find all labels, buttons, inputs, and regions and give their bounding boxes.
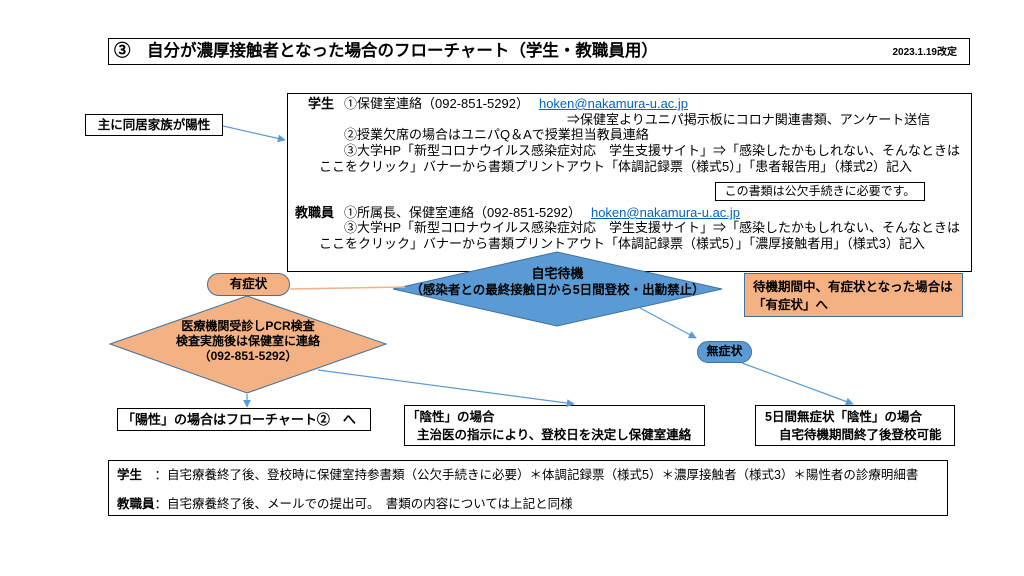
symptom-onset-note-line-1: 待機期間中、有症状となった場合は: [753, 280, 953, 294]
staff-email-link[interactable]: hoken@nakamura-u.ac.jp: [590, 205, 741, 220]
student-step-1: ①保健室連絡（092-851-5292）: [344, 96, 529, 111]
student-email-link[interactable]: hoken@nakamura-u.ac.jp: [538, 96, 689, 111]
negative-outcome-line-2: 主治医の指示により、登校日を決定し保健室連絡: [417, 428, 692, 442]
footer-student-role: 学生: [117, 468, 143, 482]
footer-staff-role: 教職員: [117, 497, 155, 511]
student-contact-line: ①保健室連絡（092-851-5292） hoken@nakamura-u.ac.…: [344, 96, 688, 112]
student-step-3-line-2: ここをクリック」バナーから書類プリントアウト「体調記録票（様式5）」「患者報告用…: [319, 159, 912, 174]
footer-staff-text: ：自宅療養終了後、メールでの提出可。 書類の内容については上記と同様: [154, 497, 573, 511]
revision-date: 2023.1.19改定: [892, 47, 958, 58]
document-note-text: この書類は公欠手続きに必要です。: [724, 184, 916, 198]
staff-step-3-line-1: ③大学HP「新型コロナウイルス感染症対応 学生支援サイト」⇒「感染したかもしれな…: [344, 220, 961, 235]
footer-student-text: ：自宅療養終了後、登校時に保健室持参書類（公欠手続きに必要）＊体調記録票（様式5…: [142, 468, 919, 482]
pcr-line-2: 検査実施後は保健室に連絡: [175, 334, 320, 348]
arrow-pcr-to-negative-outcome: [317, 369, 575, 408]
pcr-line-3: （092-851-5292）: [198, 349, 298, 363]
positive-outcome-box: 「陽性」の場合はフローチャート② へ: [117, 408, 371, 431]
student-step-2: ②授業欠席の場合はユニパQ＆Aで授業担当教員連絡: [344, 127, 649, 142]
page-title: ③ 自分が濃厚接触者となった場合のフローチャート（学生・教職員用）: [114, 42, 658, 60]
staff-contact-line: ①所属長、保健室連絡（092-851-5292） hoken@nakamura-u…: [344, 205, 740, 221]
instructions-box: 学生 ①保健室連絡（092-851-5292） hoken@nakamura-u.…: [287, 93, 972, 272]
negative-outcome-line-1: 「陰性」の場合: [407, 410, 495, 424]
staff-role-label: 教職員: [294, 205, 334, 220]
symptomatic-pill: 有症状: [207, 273, 290, 296]
asymptomatic-pill: 無症状: [697, 341, 752, 363]
pcr-text: 医療機関受診しPCR検査 検査実施後は保健室に連絡 （092-851-5292）: [110, 319, 386, 364]
staff-step-1: ①所属長、保健室連絡（092-851-5292）: [344, 205, 581, 220]
arrow-asymptomatic-to-outcome: [741, 362, 854, 406]
student-step-1-note: ⇒保健室よりユニパ掲示板にコロナ関連書類、アンケート送信: [567, 112, 931, 127]
home-wait-title: 自宅待機: [531, 266, 584, 281]
pcr-line-1: 医療機関受診しPCR検査: [181, 319, 315, 333]
arrow-home-wait-to-asymptomatic: [639, 307, 697, 339]
arrow-trigger-to-instructions: [222, 125, 286, 143]
header-box: ③ 自分が濃厚接触者となった場合のフローチャート（学生・教職員用） 2023.1…: [108, 38, 970, 65]
document-note-box: この書類は公欠手続きに必要です。: [715, 182, 925, 201]
symptom-onset-note-box: 待機期間中、有症状となった場合は 「有症状」へ: [744, 273, 963, 317]
asymptomatic-negative-line-1: 5日間無症状「陰性」の場合: [765, 410, 922, 424]
positive-outcome-text: 「陽性」の場合はフローチャート② へ: [122, 412, 356, 427]
connector-symptomatic-to-home-wait: [289, 286, 406, 290]
staff-step-3-line-2: ここをクリック」バナーから書類プリントアウト「体調記録票（様式5）」「濃厚接触者…: [319, 236, 925, 251]
home-wait-text: 自宅待機 （感染者との最終接触日から5日間登校・出勤禁止）: [393, 265, 722, 299]
footer-student-line: 学生 ：自宅療養終了後、登校時に保健室持参書類（公欠手続きに必要）＊体調記録票（…: [117, 467, 918, 483]
student-step-3-line-1: ③大学HP「新型コロナウイルス感染症対応 学生支援サイト」⇒「感染したかもしれな…: [344, 143, 961, 158]
footer-staff-line: 教職員：自宅療養終了後、メールでの提出可。 書類の内容については上記と同様: [117, 496, 573, 512]
negative-outcome-box: 「陰性」の場合 主治医の指示により、登校日を決定し保健室連絡: [404, 405, 705, 446]
asymptomatic-negative-box: 5日間無症状「陰性」の場合 自宅待機期間終了後登校可能: [755, 405, 955, 446]
trigger-box: 主に同居家族が陽性: [85, 114, 223, 136]
asymptomatic-negative-line-2: 自宅待機期間終了後登校可能: [779, 428, 942, 442]
student-role-label: 学生: [307, 96, 334, 111]
home-wait-detail: （感染者との最終接触日から5日間登校・出勤禁止）: [410, 283, 705, 297]
symptom-onset-note-line-2: 「有症状」へ: [753, 298, 829, 312]
footer-box: 学生 ：自宅療養終了後、登校時に保健室持参書類（公欠手続きに必要）＊体調記録票（…: [108, 460, 948, 516]
